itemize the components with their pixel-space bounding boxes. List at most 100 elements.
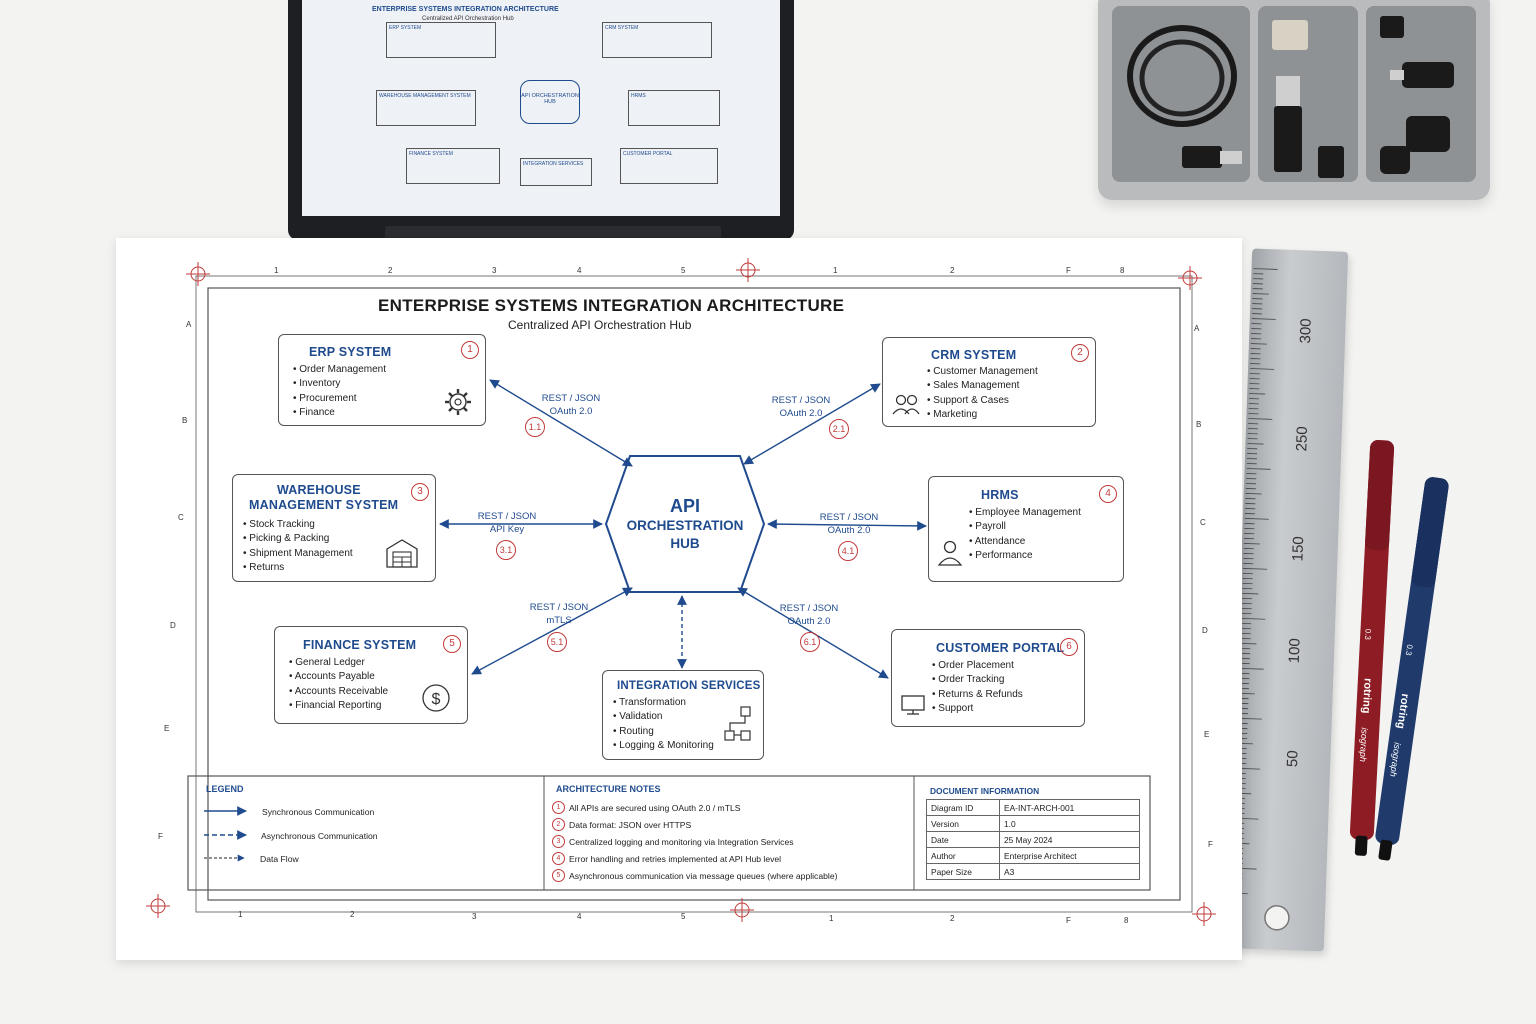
erp-system-number: 1 [461,341,479,359]
document-information-title: DOCUMENT INFORMATION [930,786,1040,796]
tray-cell-adapters [1366,6,1476,182]
list-item: Routing [613,725,714,739]
list-item: Order Tracking [932,673,1023,687]
ruler-tick [1251,318,1276,320]
warehouse-icon [386,539,418,568]
ruler-tick [1245,493,1262,495]
integration-services-title: INTEGRATION SERVICES [617,680,761,692]
list-item: Order Management [293,363,386,377]
list-item: Logging & Monitoring [613,739,714,753]
ruler-tick [1253,268,1278,270]
note-text: Error handling and retries implemented a… [569,854,782,864]
customer-portal-card[interactable]: CUSTOMER PORTAL 6 Order Placement Order … [891,629,1085,727]
grid-label-top: 3 [492,266,497,275]
grid-label-bottom: F [1066,916,1071,925]
grid-label-bottom: 3 [472,912,477,921]
finance-system-card[interactable]: FINANCE SYSTEM 5 General Ledger Accounts… [274,626,468,724]
doc-info-value: EA-INT-ARCH-001 [999,799,1140,816]
grid-label-left: E [164,724,170,733]
integration-services-items: Transformation Validation Routing Loggin… [613,696,714,753]
integration-services-card[interactable]: INTEGRATION SERVICES Transformation Vali… [602,670,764,760]
list-item: Attendance [969,535,1081,549]
ruler-tick [1239,667,1264,670]
crm-system-card[interactable]: CRM SYSTEM 2 Customer Management Sales M… [882,337,1096,427]
pen-brand-label: rotring [1394,692,1412,730]
grid-label-bottom: 4 [577,912,582,921]
connection-label: REST / JSON API Key [472,510,542,536]
grid-label-right: D [1202,626,1208,635]
customer-portal-items: Order Placement Order Tracking Returns &… [932,659,1023,716]
grid-label-top: F [1066,266,1071,275]
legend-item-data-flow: Data Flow [260,854,299,864]
doc-info-value: A3 [999,863,1140,880]
pen-tip [1354,835,1368,857]
erp-system-title: ERP SYSTEM [309,345,392,359]
list-item: Marketing [927,408,1038,422]
list-item: Shipment Management [243,547,352,561]
ruler-mark: 300 [1296,318,1315,344]
legend-item-asynchronous: Asynchronous Communication [261,831,378,841]
ruler-tick [1240,642,1257,645]
ruler-tick [1241,617,1266,620]
diagram-lines [146,258,1216,926]
erp-system-items: Order Management Inventory Procurement F… [293,363,386,420]
tablet-node-erp: ERP SYSTEM [386,22,496,58]
warehouse-system-card[interactable]: WAREHOUSE MANAGEMENT SYSTEM 3 Stock Trac… [232,474,436,582]
ruler-tick [1244,518,1269,520]
grid-label-top: 1 [274,266,279,275]
ruler-mark: 150 [1289,536,1308,562]
usb-adapter-icon [1380,16,1454,174]
doc-info-key: Paper Size [926,863,1000,880]
usb-drive-icon [1272,20,1344,178]
list-item: Sales Management [927,379,1038,393]
list-item: Returns & Refunds [932,688,1023,702]
connection-protocol: REST / JSON [771,395,831,406]
connection-protocol: REST / JSON [529,602,589,613]
grid-label-bottom: 1 [238,910,243,919]
connection-label: REST / JSON OAuth 2.0 [536,392,606,418]
connection-auth: mTLS [546,615,572,626]
pen-cap [1410,476,1450,589]
note-text: All APIs are secured using OAuth 2.0 / m… [569,803,741,813]
connection-number-badge: 3.1 [496,540,516,560]
gear-icon [445,389,471,415]
grid-label-left: B [182,416,188,425]
ruler-tick [1249,393,1266,395]
tablet-screen: ENTERPRISE SYSTEMS INTEGRATION ARCHITECT… [302,0,780,216]
hrms-card[interactable]: HRMS 4 Employee Management Payroll Atten… [928,476,1124,582]
hub-title-line1: API [669,496,700,516]
grid-label-right: E [1204,730,1210,739]
flow-icon [724,706,751,741]
connection-auth: OAuth 2.0 [779,408,823,419]
svg-text:$: $ [432,691,441,708]
ruler-tick [1243,543,1260,545]
grid-label-bottom: 2 [950,914,955,923]
grid-label-bottom: 1 [829,914,834,923]
note-text: Asynchronous communication via message q… [569,871,838,881]
warehouse-system-title-line2: MANAGEMENT SYSTEM [249,498,399,512]
grid-label-right: F [1208,840,1213,849]
connection-number-badge: 6.1 [800,632,820,652]
grid-label-left: A [186,320,192,329]
grid-label-left: D [170,621,176,630]
grid-label-right: B [1196,420,1202,429]
hub-title-line2: ORCHESTRATION [626,518,744,533]
connection-auth: OAuth 2.0 [549,406,593,417]
pen-tip [1378,839,1393,861]
hrms-number: 4 [1099,485,1117,503]
ruler-tick [1250,343,1267,345]
doc-info-key: Version [926,815,1000,832]
list-item: Employee Management [969,506,1081,520]
grid-label-top: 2 [388,266,393,275]
connection-auth: OAuth 2.0 [787,616,831,627]
doc-info-value: 25 May 2024 [999,831,1140,848]
note-number: 4 [552,852,565,865]
grid-label-bottom: 2 [350,910,355,919]
connection-number-badge: 2.1 [829,419,849,439]
erp-system-card[interactable]: ERP SYSTEM 1 Order Management Inventory … [278,334,486,426]
